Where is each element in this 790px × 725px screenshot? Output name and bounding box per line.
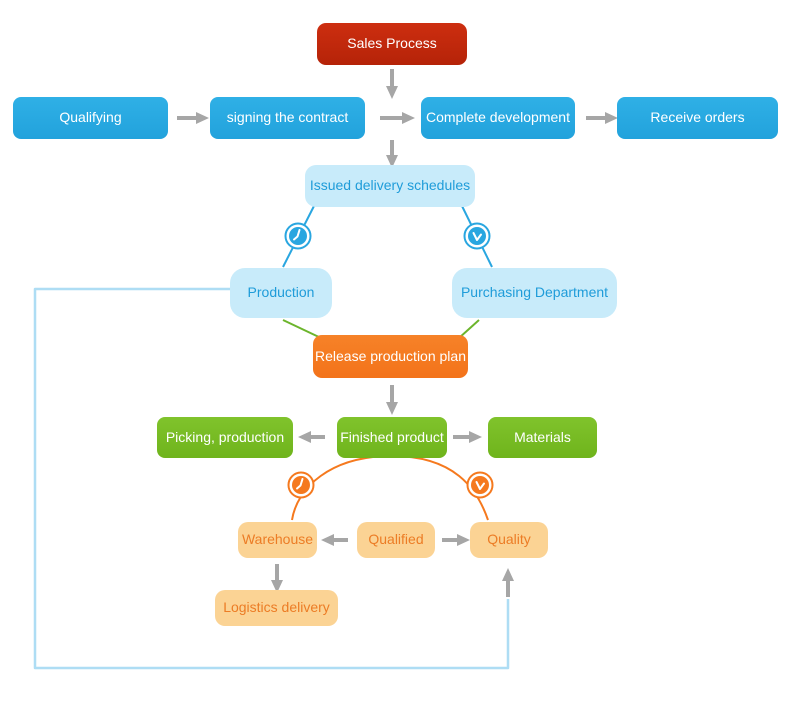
connector-production-release [282, 319, 322, 339]
node-qualifying: Qualifying [13, 97, 168, 139]
clock-icon [284, 222, 312, 250]
node-quality: Quality [470, 522, 548, 558]
node-issued-delivery-schedules: Issued delivery schedules [305, 165, 475, 207]
node-receive-orders: Receive orders [617, 97, 778, 139]
node-qualified: Qualified [357, 522, 435, 558]
clock-icon [466, 471, 494, 499]
clock-icon [287, 471, 315, 499]
node-materials: Materials [488, 417, 597, 458]
node-finished-product: Finished product [337, 417, 447, 458]
node-picking-production: Picking, production [157, 417, 293, 458]
node-warehouse: Warehouse [238, 522, 317, 558]
node-sales-process: Sales Process [317, 23, 467, 65]
node-production: Production [230, 268, 332, 318]
node-signing-the-contract: signing the contract [210, 97, 365, 139]
node-complete-development: Complete development [421, 97, 575, 139]
node-logistics-delivery: Logistics delivery [215, 590, 338, 626]
connector-finished-warehouse-quality-arc [291, 454, 489, 521]
feedback-loop-line [33, 287, 510, 670]
node-release-production-plan: Release production plan [313, 335, 468, 378]
clock-icon [463, 222, 491, 250]
node-purchasing-department: Purchasing Department [452, 268, 617, 318]
